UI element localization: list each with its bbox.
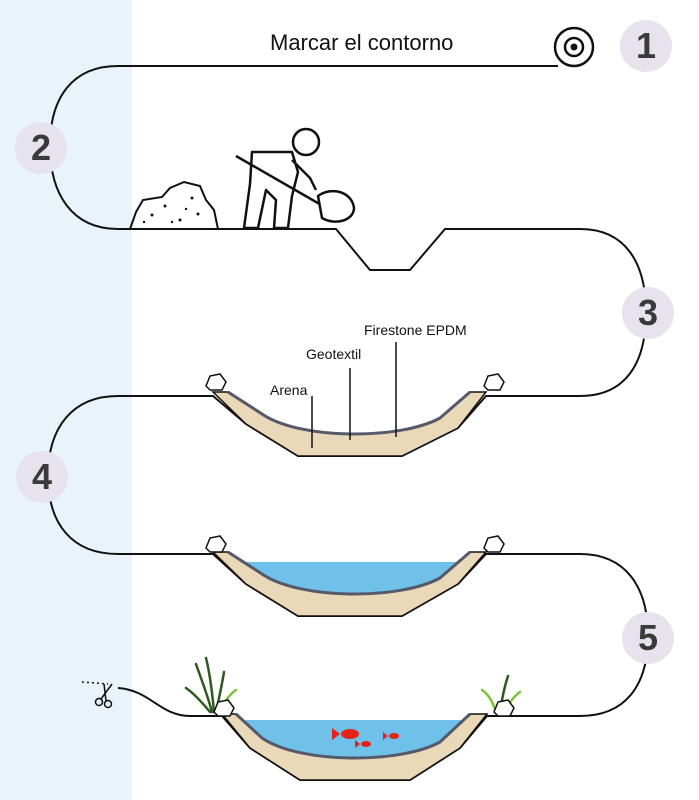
scissors-icon (81, 681, 113, 709)
label-firestone-epdm: Firestone EPDM (364, 322, 467, 338)
label-arena: Arena (270, 382, 308, 398)
rock-icon (483, 373, 505, 391)
process-path (46, 65, 650, 781)
rock-icon (213, 699, 235, 717)
tape-roll-icon (553, 26, 595, 68)
fish-icon (332, 728, 399, 748)
label-geotextil: Geotextil (306, 346, 362, 362)
step-badge-3: 3 (622, 287, 674, 339)
step1-title: Marcar el contorno (270, 30, 454, 55)
digger-icon (235, 127, 356, 230)
pond-section-step5 (184, 656, 522, 781)
step-badge-5: 5 (622, 612, 674, 664)
rock-icon (205, 373, 227, 391)
step-badge-4: 4 (16, 451, 68, 503)
rock-icon (483, 535, 505, 553)
rock-icon (205, 535, 227, 553)
rock-icon (493, 699, 515, 717)
pond-section-step3 (205, 342, 505, 457)
step-badge-2: 2 (15, 122, 67, 174)
soil-pile-icon (128, 180, 220, 230)
step-badge-1: 1 (620, 20, 672, 72)
pond-section-step4 (205, 535, 505, 617)
